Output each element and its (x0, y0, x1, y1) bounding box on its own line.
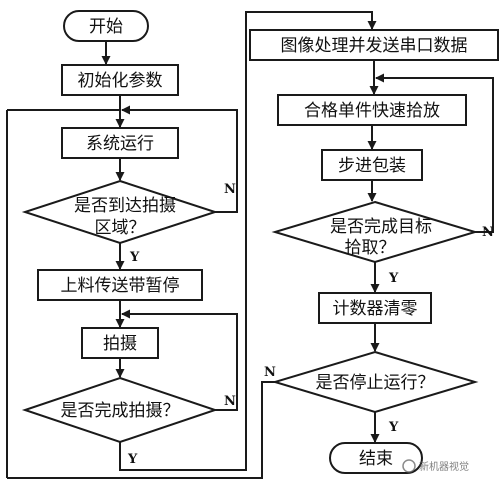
start-label: 开始 (89, 17, 123, 37)
conveyor-pause-label: 上料传送带暂停 (61, 276, 180, 296)
arrow-shoot-done-no-loop (121, 309, 238, 411)
reach-area-label-2: 区域？ (95, 218, 146, 238)
reach-area-no-label: N (224, 182, 236, 197)
target-done-label-2: 拾取？ (345, 238, 396, 258)
counter-reset-label: 计数器清零 (333, 299, 418, 319)
arrow-reach-no-loop (121, 105, 238, 213)
end-label: 结束 (359, 449, 393, 469)
reach-area-yes-label: Y (129, 250, 140, 265)
end-terminal (329, 442, 423, 474)
arrow-init-to-run (7, 95, 121, 111)
image-process-box (249, 29, 499, 61)
shoot-done-yes-label: Y (127, 452, 138, 467)
arrow-shoot-done-yes (119, 11, 377, 471)
step-pack-box (321, 149, 423, 181)
stop-run-label: 是否停止运行？ (316, 373, 435, 393)
init-params-box (61, 64, 179, 96)
arrow-target-no-loop (375, 73, 494, 233)
watermark-text: 新机器视觉 (419, 460, 469, 473)
system-run-box (61, 127, 179, 159)
conveyor-pause-box (37, 269, 203, 301)
image-process-label: 图像处理并发送串口数据 (281, 36, 468, 56)
pick-place-label: 合格单件快速拾放 (304, 101, 440, 121)
chat-bubble-icon (402, 459, 416, 473)
counter-reset-box (318, 292, 432, 324)
shoot-done-no-label: N (224, 394, 236, 409)
arrow-stop-no (7, 381, 275, 479)
shoot-done-label: 是否完成拍摄？ (61, 401, 180, 421)
init-params-label: 初始化参数 (78, 71, 163, 91)
pick-place-box (277, 94, 467, 126)
shoot-label: 拍摄 (103, 334, 137, 354)
system-run-label: 系统运行 (86, 134, 154, 154)
target-done-no-label: N (482, 225, 494, 240)
step-pack-label: 步进包装 (338, 156, 406, 176)
stop-run-yes-label: Y (388, 420, 399, 435)
stop-run-no-label: N (264, 365, 276, 380)
target-done-label-1: 是否完成目标 (330, 217, 432, 237)
target-done-yes-label: Y (388, 271, 399, 286)
watermark-badge: 新机器视觉 (402, 459, 469, 473)
reach-area-label-1: 是否到达拍摄 (74, 196, 176, 216)
